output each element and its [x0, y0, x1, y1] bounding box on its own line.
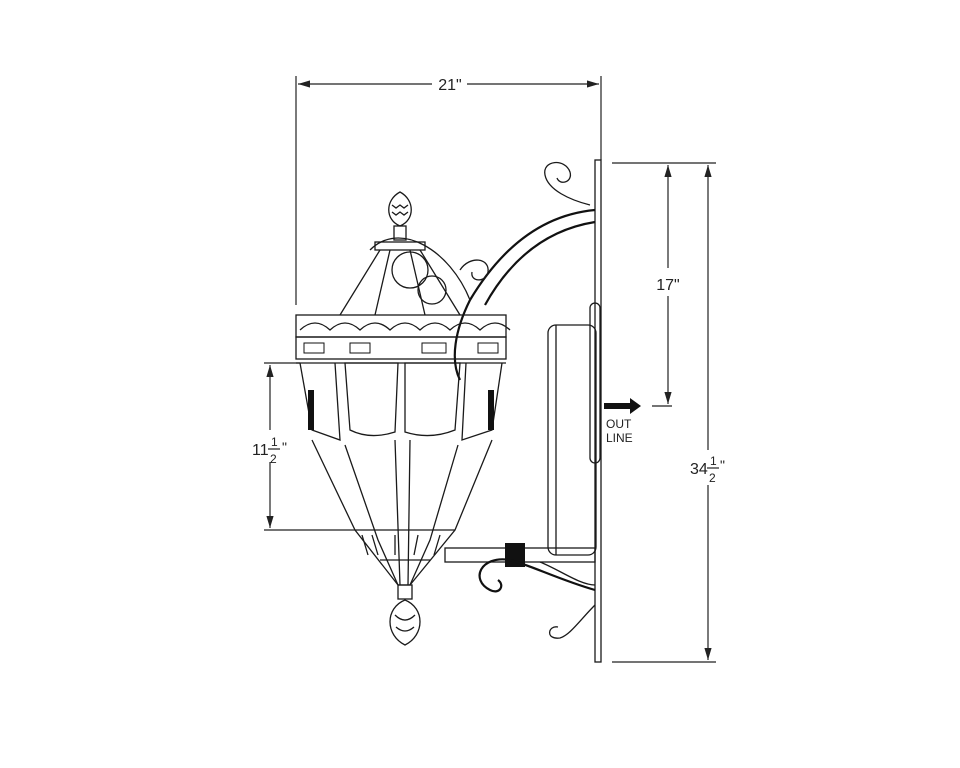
width-dimension: 21": [295, 76, 602, 305]
glass-panels: [299, 362, 503, 441]
glass-height-whole: 11: [252, 442, 269, 459]
arm-height-label: 17": [656, 277, 679, 294]
arm-height-dimension: 17": [612, 162, 716, 407]
overall-height-denominator: 2: [709, 471, 716, 485]
glass-height-denominator: 2: [270, 452, 277, 466]
overall-height-unit: ": [720, 457, 725, 473]
width-dimension-label: 21": [438, 77, 461, 94]
arrow-right-icon: [604, 398, 641, 414]
overall-height-numerator: 1: [710, 454, 717, 468]
glass-height-dimension: 11 1 2 ": [252, 362, 355, 531]
overall-height-dimension: 34 1 2 ": [612, 165, 725, 663]
overall-height-whole: 34: [690, 461, 708, 478]
glass-height-unit: ": [282, 439, 287, 455]
top-finial: [388, 191, 412, 227]
outlet-line-callout: OUT LINE: [604, 398, 641, 445]
glass-height-numerator: 1: [271, 435, 278, 449]
bottom-finial: [389, 599, 421, 646]
lantern-body: [295, 191, 511, 646]
outlet-label-line2: LINE: [606, 431, 633, 445]
outlet-label-line1: OUT: [606, 417, 632, 431]
